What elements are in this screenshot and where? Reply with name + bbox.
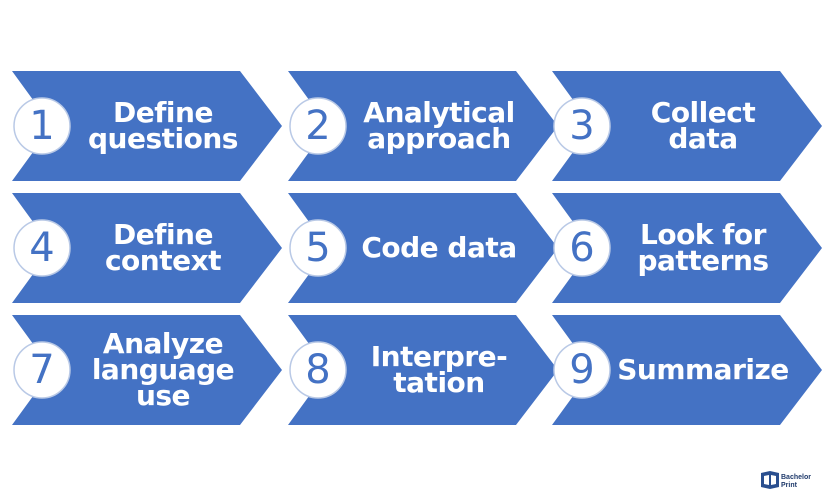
chevron-arrow-shape bbox=[552, 193, 822, 303]
chevron-arrow bbox=[552, 193, 822, 303]
step-number: 9 bbox=[569, 347, 595, 393]
chevron-arrow-shape bbox=[12, 71, 282, 181]
step-7: 7 Analyze language use bbox=[12, 315, 282, 425]
step-number: 6 bbox=[569, 225, 595, 271]
step-1: 1 Define questions bbox=[12, 71, 282, 181]
chevron-arrow bbox=[288, 193, 558, 303]
step-5: 5 Code data bbox=[288, 193, 558, 303]
number-circle bbox=[289, 219, 347, 277]
brand-line2: Print bbox=[781, 482, 797, 489]
chevron-arrow-shape bbox=[288, 193, 558, 303]
chevron-arrow-shape bbox=[552, 71, 822, 181]
step-9: 9 Summarize bbox=[552, 315, 822, 425]
chevron-arrow bbox=[288, 71, 558, 181]
step-label: Look for patterns bbox=[637, 218, 769, 277]
number-circle bbox=[13, 219, 71, 277]
step-number: 4 bbox=[29, 225, 55, 271]
step-6: 6 Look for patterns bbox=[552, 193, 822, 303]
chevron-arrow bbox=[552, 315, 822, 425]
step-label: Code data bbox=[361, 231, 517, 264]
step-label: Define context bbox=[104, 218, 222, 277]
step-label: Analytical approach bbox=[363, 96, 515, 155]
step-label: Collect data bbox=[650, 96, 756, 155]
chevron-arrow-shape bbox=[12, 315, 282, 425]
chevron-arrow-shape bbox=[552, 315, 822, 425]
step-number: 5 bbox=[305, 225, 331, 271]
chevron-arrow bbox=[12, 71, 282, 181]
chevron-arrow bbox=[288, 315, 558, 425]
step-number: 8 bbox=[305, 347, 331, 393]
chevron-arrow bbox=[12, 315, 282, 425]
number-circle bbox=[13, 341, 71, 399]
step-number: 2 bbox=[305, 103, 331, 149]
step-4: 4 Define context bbox=[12, 193, 282, 303]
step-2: 2 Analytical approach bbox=[288, 71, 558, 181]
bachelorprint-logo-icon bbox=[761, 471, 779, 489]
step-number: 7 bbox=[29, 347, 55, 393]
number-circle bbox=[553, 341, 611, 399]
chevron-arrow bbox=[552, 71, 822, 181]
step-number: 1 bbox=[29, 103, 55, 149]
step-8: 8 Interpre- tation bbox=[288, 315, 558, 425]
number-circle bbox=[289, 341, 347, 399]
chevron-arrow bbox=[12, 193, 282, 303]
chevron-arrow-shape bbox=[288, 315, 558, 425]
chevron-arrow-shape bbox=[12, 193, 282, 303]
number-circle bbox=[553, 97, 611, 155]
step-3: 3 Collect data bbox=[552, 71, 822, 181]
brand-line1: Bachelor bbox=[781, 474, 811, 481]
number-circle bbox=[13, 97, 71, 155]
number-circle bbox=[289, 97, 347, 155]
step-number: 3 bbox=[569, 103, 595, 149]
step-label: Analyze language use bbox=[91, 327, 235, 412]
brand-logo: Bachelor Print bbox=[760, 470, 820, 494]
chevron-arrow-shape bbox=[288, 71, 558, 181]
number-circle bbox=[553, 219, 611, 277]
step-label: Summarize bbox=[617, 353, 789, 386]
step-label: Interpre- tation bbox=[370, 340, 508, 399]
step-label: Define questions bbox=[88, 96, 238, 155]
